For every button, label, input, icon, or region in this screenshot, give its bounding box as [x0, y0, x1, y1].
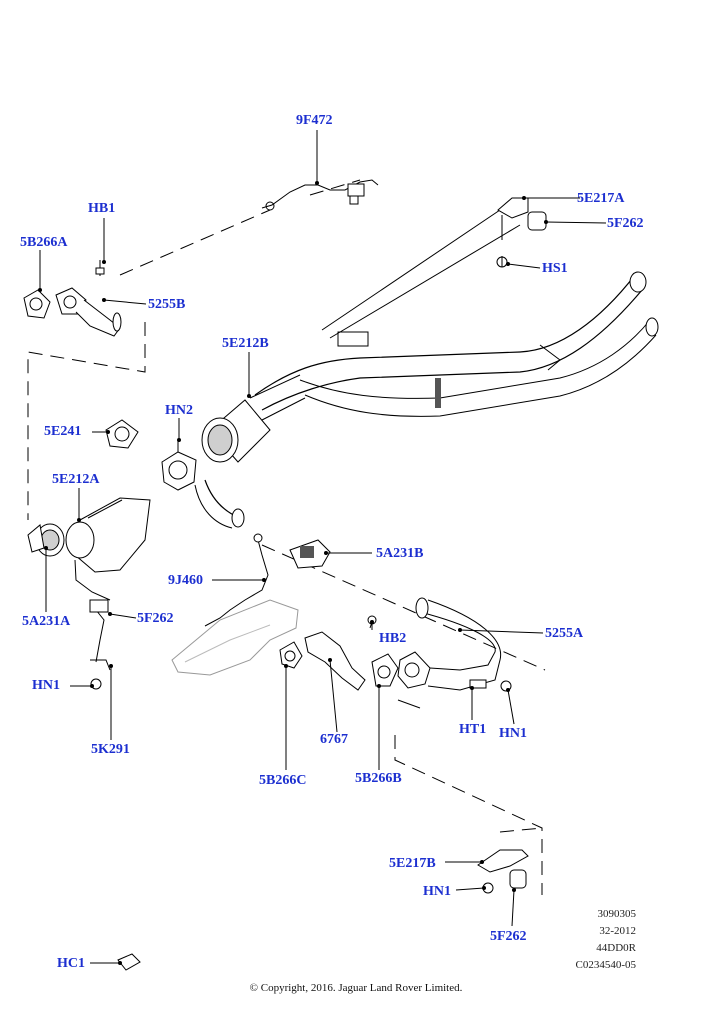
callout-5b266a[interactable]: 5B266A: [20, 235, 68, 250]
callout-5a231b[interactable]: 5A231B: [376, 546, 424, 561]
clamp-5a231b: [289, 539, 331, 569]
callout-5f262-left[interactable]: 5F262: [137, 611, 174, 626]
callout-5e217a[interactable]: 5E217A: [577, 191, 625, 206]
callout-hb1[interactable]: HB1: [88, 201, 116, 216]
callout-5f262-top[interactable]: 5F262: [607, 216, 644, 231]
leader-lines: [39, 130, 607, 964]
oxygen-sensor-9j460: [204, 533, 269, 627]
flange-hn2: [161, 440, 197, 491]
callout-9f472[interactable]: 9F472: [296, 113, 333, 128]
callout-hn1-bottom[interactable]: HN1: [423, 884, 451, 899]
callout-5e217b[interactable]: 5E217B: [389, 856, 436, 871]
catalyst-5e212a: [27, 497, 151, 690]
callout-5255a[interactable]: 5255A: [545, 626, 584, 641]
callout-hn2[interactable]: HN2: [165, 403, 193, 418]
callout-5f262-bottom[interactable]: 5F262: [490, 929, 527, 944]
clip-hc1: [117, 953, 141, 971]
callout-hb2[interactable]: HB2: [379, 631, 407, 646]
callout-5a231a[interactable]: 5A231A: [22, 614, 71, 629]
callout-5255b[interactable]: 5255B: [148, 297, 186, 312]
callout-5e212a[interactable]: 5E212A: [52, 472, 100, 487]
callout-6767[interactable]: 6767: [320, 732, 348, 747]
callout-5k291[interactable]: 5K291: [91, 742, 130, 757]
callout-9j460[interactable]: 9J460: [168, 573, 203, 588]
callout-hc1[interactable]: HC1: [57, 956, 85, 971]
reference-line-2: 32-2012: [599, 925, 636, 937]
leader-dots: [38, 181, 548, 965]
callout-5e212b[interactable]: 5E212B: [222, 336, 269, 351]
callout-hn1-left[interactable]: HN1: [32, 678, 60, 693]
reference-line-1: 3090305: [597, 908, 637, 920]
callout-5b266c[interactable]: 5B266C: [259, 773, 307, 788]
hanger-5e217b: [477, 849, 529, 894]
gasket-5b266a: [23, 289, 51, 319]
reference-line-4: C0234540-05: [575, 959, 637, 971]
oxygen-sensor-9f472: [261, 179, 379, 211]
gasket-5b266c: [279, 641, 303, 669]
pipe-5255a: [367, 597, 512, 709]
callout-ht1[interactable]: HT1: [459, 722, 487, 737]
hanger-5e217a: [496, 197, 547, 268]
reference-line-3: 44DD0R: [596, 942, 636, 954]
gasket-5e241: [105, 419, 139, 449]
copyright-notice: © Copyright, 2016. Jaguar Land Rover Lim…: [249, 982, 463, 994]
callout-5b266b[interactable]: 5B266B: [355, 771, 402, 786]
heat-shield-6767: [171, 599, 299, 676]
pipe-5255b: [55, 260, 122, 337]
reference-block: 3090305 32-2012 44DD0R C0234540-05: [576, 906, 637, 974]
bracket-6767: [304, 631, 366, 691]
main-y-pipe: [194, 209, 659, 529]
gasket-5b266b: [371, 653, 399, 687]
callout-hs1[interactable]: HS1: [542, 261, 568, 276]
callout-5e241[interactable]: 5E241: [44, 424, 82, 439]
callout-hn1-right[interactable]: HN1: [499, 726, 527, 741]
